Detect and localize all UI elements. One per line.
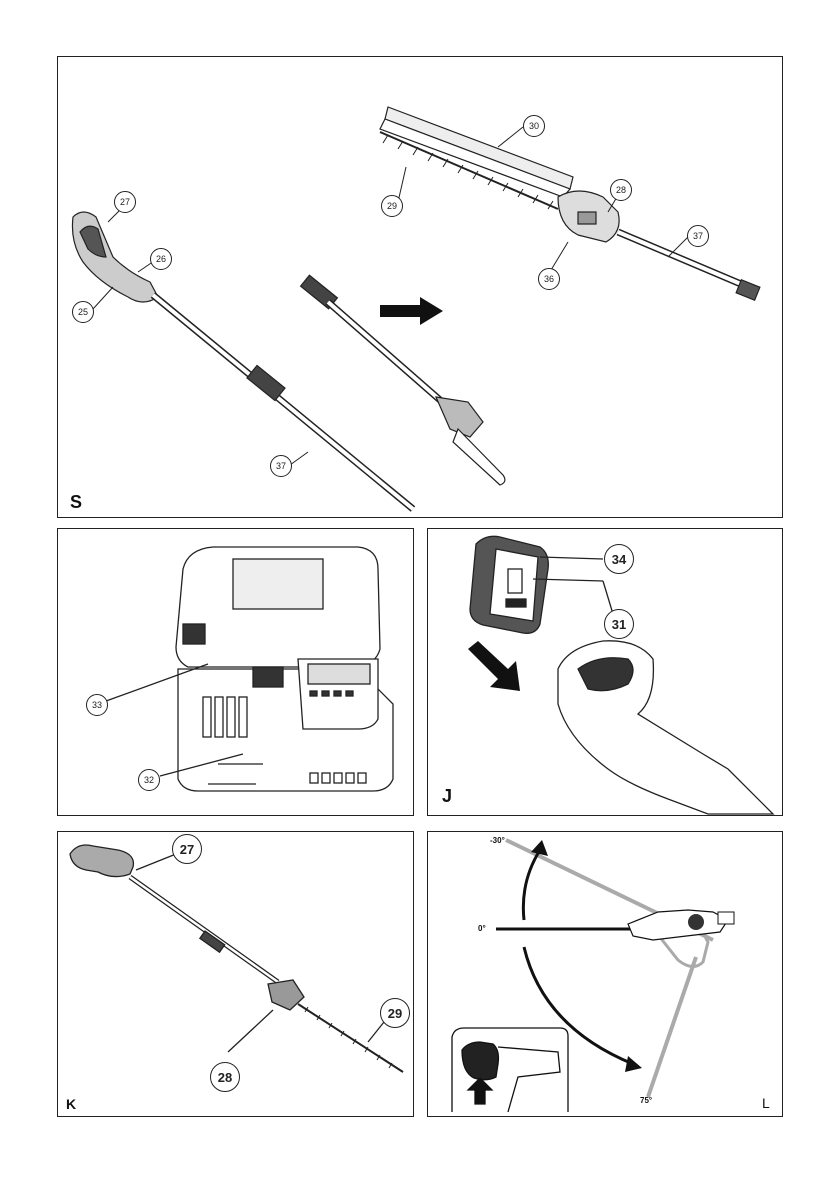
callout-27: 27 bbox=[172, 834, 202, 864]
callout-36: 36 bbox=[538, 268, 560, 290]
callout-28: 28 bbox=[210, 1062, 240, 1092]
battery-insert-illustration bbox=[428, 529, 783, 816]
callout-30: 30 bbox=[523, 115, 545, 137]
panel-k: 27 29 28 K bbox=[57, 831, 414, 1117]
callout-33: 33 bbox=[86, 694, 108, 716]
callout-34: 34 bbox=[604, 544, 634, 574]
panel-charger: 33 32 bbox=[57, 528, 414, 816]
callout-32: 32 bbox=[138, 769, 160, 791]
angle-adjust-illustration bbox=[428, 832, 783, 1117]
callout-29: 29 bbox=[380, 998, 410, 1028]
panel-letter-k: K bbox=[66, 1097, 76, 1111]
callout-26: 26 bbox=[150, 248, 172, 270]
angle-label-75: 75° bbox=[640, 1096, 652, 1105]
callout-31: 31 bbox=[604, 609, 634, 639]
callout-37-lower: 37 bbox=[270, 455, 292, 477]
callout-37-upper: 37 bbox=[687, 225, 709, 247]
panel-s: 30 29 28 37 36 27 26 25 37 S bbox=[57, 56, 783, 518]
callout-28: 28 bbox=[610, 179, 632, 201]
panel-s-illustration bbox=[58, 57, 783, 518]
panel-letter-j: J bbox=[442, 787, 452, 805]
panel-letter-s: S bbox=[70, 493, 82, 511]
panel-letter-l: L bbox=[762, 1096, 770, 1110]
hedge-trimmer-attachment bbox=[380, 107, 760, 300]
inset-lock-detail bbox=[452, 1028, 568, 1112]
callout-27: 27 bbox=[114, 191, 136, 213]
main-pole bbox=[72, 212, 413, 509]
insert-arrow bbox=[468, 641, 520, 691]
angle-label-minus-30: -30° bbox=[490, 836, 505, 845]
panel-j: 34 31 J bbox=[427, 528, 783, 816]
angle-label-0: 0° bbox=[478, 924, 486, 933]
direction-arrow bbox=[380, 297, 443, 325]
callout-25: 25 bbox=[72, 301, 94, 323]
panel-l: -30° 0° 75° L bbox=[427, 831, 783, 1117]
callout-29: 29 bbox=[381, 195, 403, 217]
battery-charger-illustration bbox=[58, 529, 414, 816]
